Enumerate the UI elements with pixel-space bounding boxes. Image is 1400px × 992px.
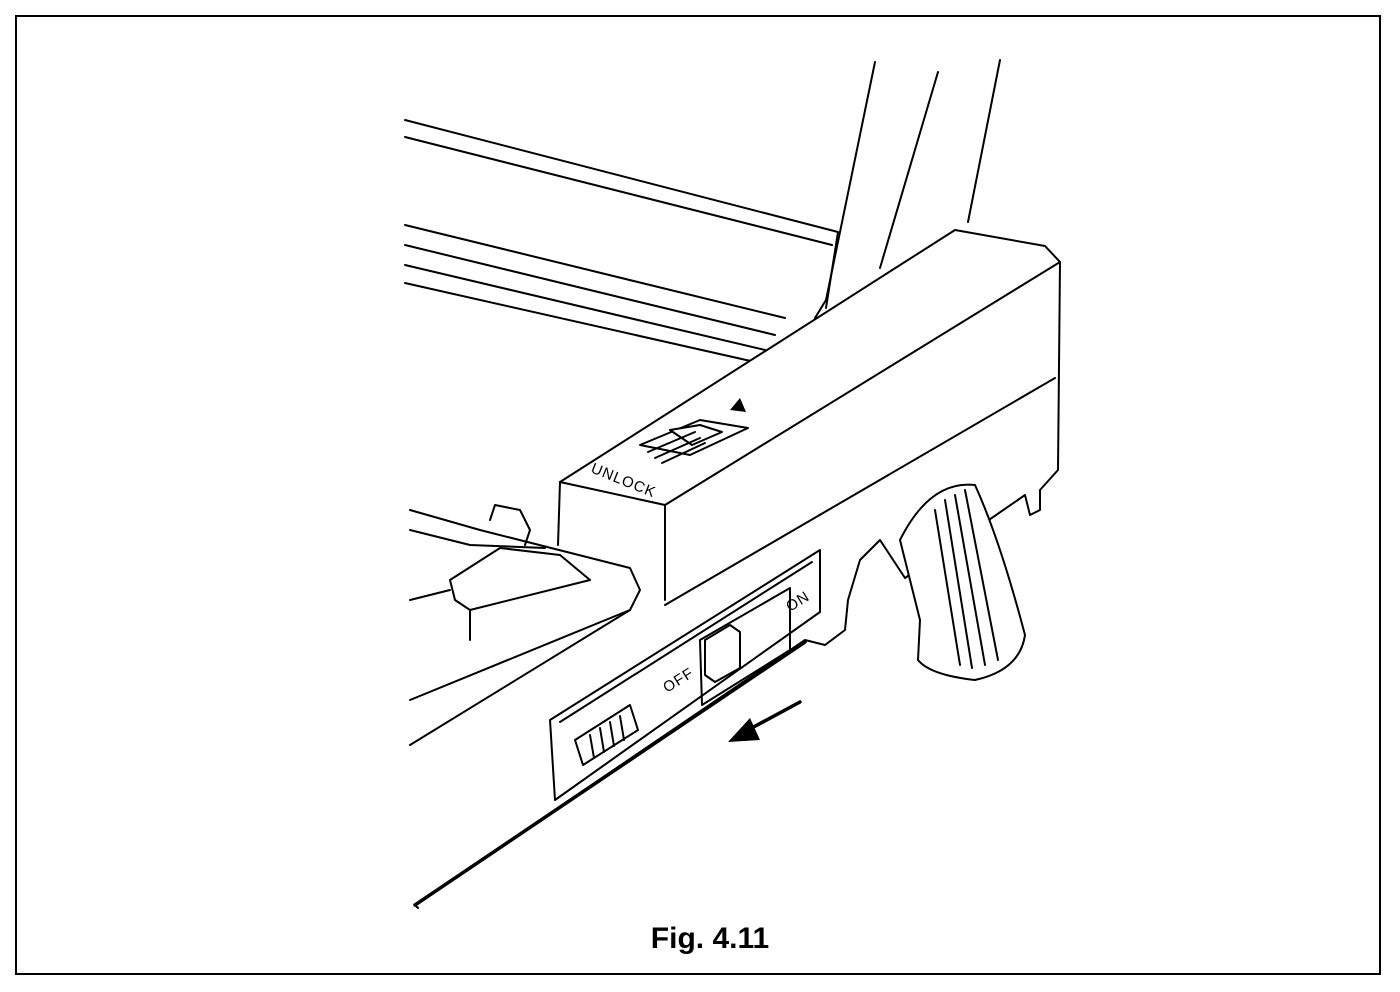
power-switch[interactable]	[699, 587, 791, 706]
printer-lid	[404, 59, 1001, 319]
release-lever[interactable]	[899, 483, 1026, 681]
platen-cover	[409, 504, 641, 746]
figure-caption: Fig. 4.11	[650, 922, 770, 955]
paper-guide	[404, 224, 786, 363]
arrow-up-icon	[730, 398, 746, 412]
figure-border	[15, 15, 1381, 975]
adjust-wheel[interactable]	[574, 704, 639, 766]
printer-housing	[413, 229, 1061, 909]
arrow-down-left-icon	[728, 700, 802, 742]
